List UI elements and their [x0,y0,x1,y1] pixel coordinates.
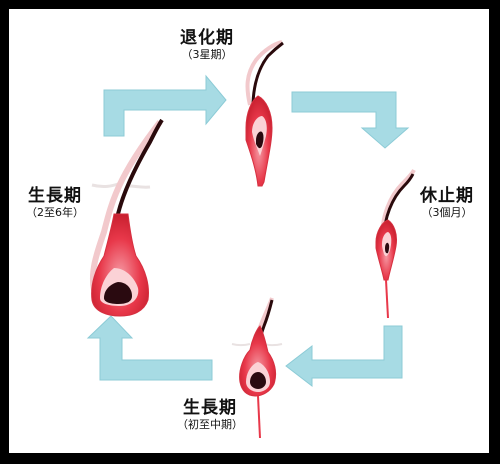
stage-name: 退化期 [180,28,234,48]
arrow-bottom-right [285,325,403,388]
hair-catagen [245,40,284,187]
stage-duration: （3個月） [421,206,473,219]
stage-name: 生長期 [28,186,82,206]
label-catagen: 退化期 （3星期） [162,28,252,62]
stage-duration: （3星期） [181,48,233,61]
label-early-anagen: 生長期 （初至中期） [160,398,260,432]
stage-duration: （初至中期） [177,418,243,431]
label-telogen: 休止期 （3個月） [402,186,492,220]
hair-anagen [90,118,164,317]
hair-early-anagen [231,297,283,439]
hair-telogen [375,169,416,319]
stage-name: 生長期 [183,398,237,418]
stage-name: 休止期 [420,186,474,206]
label-anagen: 生長期 （2至6年） [12,186,98,220]
arrow-bottom-left [86,315,213,381]
arrow-top-right [291,91,410,149]
stage-duration: （2至6年） [26,206,84,219]
arrow-top-left [103,74,227,137]
